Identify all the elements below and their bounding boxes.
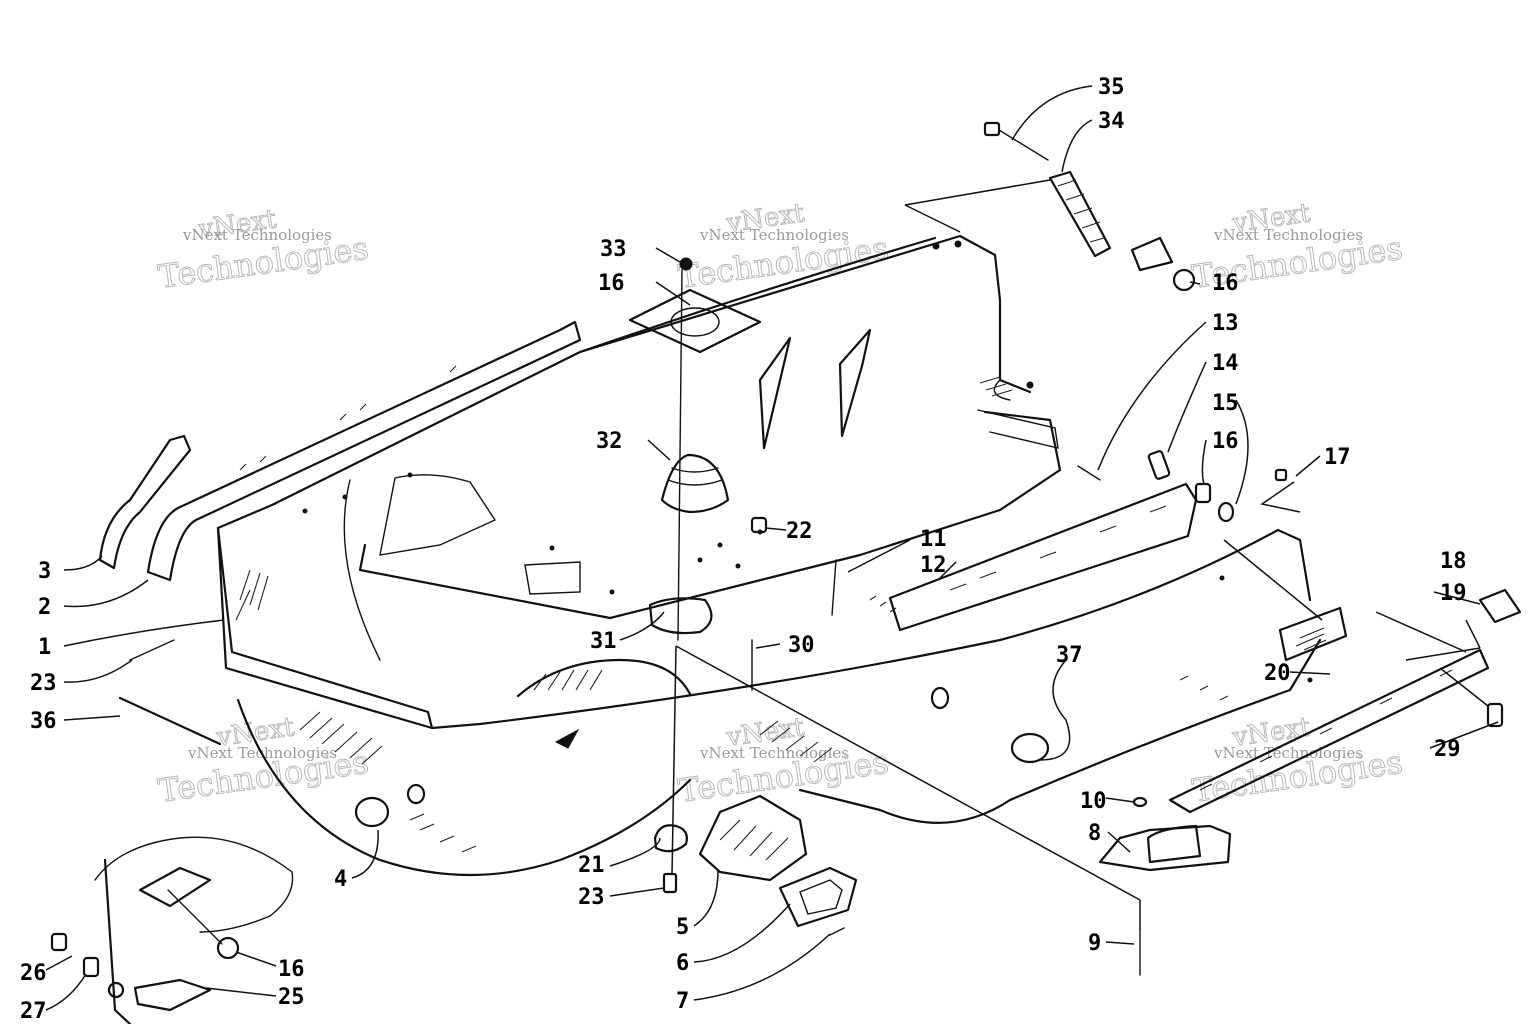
watermark-bottom-left: vNext vNext Technologies Technologies	[155, 712, 371, 811]
chassis-belly-pan	[216, 234, 1322, 877]
callout-35: 35	[1098, 75, 1125, 100]
callout-15: 15	[1212, 391, 1239, 416]
part-2-trim	[146, 320, 582, 582]
callout-11: 11	[920, 527, 947, 552]
callout-23: 23	[30, 671, 57, 696]
callout-26: 26	[20, 961, 47, 986]
callout-20: 20	[1264, 661, 1291, 686]
part-11-rivet	[831, 559, 837, 616]
inset-detail	[50, 836, 294, 1024]
callout-6: 6	[676, 951, 689, 976]
callout-36: 36	[30, 709, 57, 734]
leader-lines	[45, 85, 1499, 1011]
callout-23: 23	[578, 885, 605, 910]
callout-16: 16	[1212, 271, 1239, 296]
part-29-bolt	[1486, 702, 1504, 728]
watermark-name: vNext Technologies	[1213, 744, 1363, 762]
part-21-clamp	[653, 824, 688, 853]
callout-1: 1	[38, 635, 51, 660]
part-33-plate	[628, 257, 762, 354]
callout-30: 30	[788, 633, 815, 658]
callout-19: 19	[1440, 581, 1467, 606]
callout-16: 16	[278, 957, 305, 982]
callout-14: 14	[1212, 351, 1239, 376]
part-34-bracket	[904, 170, 1174, 272]
part-12-rail	[888, 482, 1198, 632]
part-17-screw	[1260, 468, 1301, 513]
part-36-rod	[118, 696, 222, 746]
part-35-bolt	[983, 121, 1049, 161]
part-14-spacer	[1147, 450, 1171, 480]
callout-12: 12	[920, 553, 947, 578]
callout-17: 17	[1324, 445, 1351, 470]
part-8-bracket	[1098, 824, 1232, 872]
callout-10: 10	[1080, 789, 1107, 814]
callout-16: 16	[1212, 429, 1239, 454]
watermark-name: vNext Technologies	[699, 744, 849, 762]
callout-31: 31	[590, 629, 617, 654]
callout-25: 25	[278, 985, 305, 1010]
part-3-trim	[98, 434, 192, 570]
part-6-gasket	[778, 866, 858, 928]
callout-18: 18	[1440, 549, 1467, 574]
part-23-rivet-left	[129, 639, 175, 661]
part-32-boot	[660, 269, 730, 641]
callout-2: 2	[38, 595, 51, 620]
part-5-housing	[698, 794, 808, 882]
callout-13: 13	[1212, 311, 1239, 336]
watermark-name: vNext Technologies	[1213, 226, 1363, 244]
part-4-grommet	[354, 783, 426, 828]
part-10-washer	[1132, 796, 1148, 808]
callout-22: 22	[786, 519, 813, 544]
part-22-clip	[750, 516, 768, 534]
callout-21: 21	[578, 853, 605, 878]
part-20-reflector	[1278, 606, 1348, 662]
part-16-bushing	[1194, 482, 1212, 504]
part-37-grommet	[930, 686, 1050, 764]
part-7-screw	[829, 927, 845, 936]
callout-3: 3	[38, 559, 51, 584]
callout-16: 16	[598, 271, 625, 296]
part-31-plate	[648, 597, 713, 635]
watermark-name: vNext Technologies	[182, 226, 332, 244]
callout-34: 34	[1098, 109, 1125, 134]
callout-27: 27	[20, 999, 47, 1024]
part-18-clip	[1478, 588, 1522, 624]
watermark-name: vNext Technologies	[699, 226, 849, 244]
part-13-rivet	[1077, 465, 1101, 481]
watermark-bottom-center: vNext vNext Technologies Technologies	[675, 712, 891, 811]
callout-37: 37	[1056, 643, 1083, 668]
watermark-top-center: vNext vNext Technologies Technologies	[675, 198, 891, 297]
part-15-washer	[1217, 501, 1235, 523]
callout-32: 32	[596, 429, 623, 454]
callout-5: 5	[676, 915, 689, 940]
watermark-top-left: vNext vNext Technologies Technologies	[155, 204, 371, 297]
part-19-bumper	[1168, 611, 1490, 814]
callout-8: 8	[1088, 821, 1101, 846]
callout-labels: 35 34 16 33 16 13 14 15 16 17 32 22 11 1…	[20, 75, 1467, 1024]
callout-7: 7	[676, 989, 689, 1014]
callout-4: 4	[334, 867, 347, 892]
part-23-bolt-bottom	[662, 872, 678, 894]
callout-29: 29	[1434, 737, 1461, 762]
part-16-nut-top	[1172, 268, 1196, 292]
callout-9: 9	[1088, 931, 1101, 956]
callout-33: 33	[600, 237, 627, 262]
